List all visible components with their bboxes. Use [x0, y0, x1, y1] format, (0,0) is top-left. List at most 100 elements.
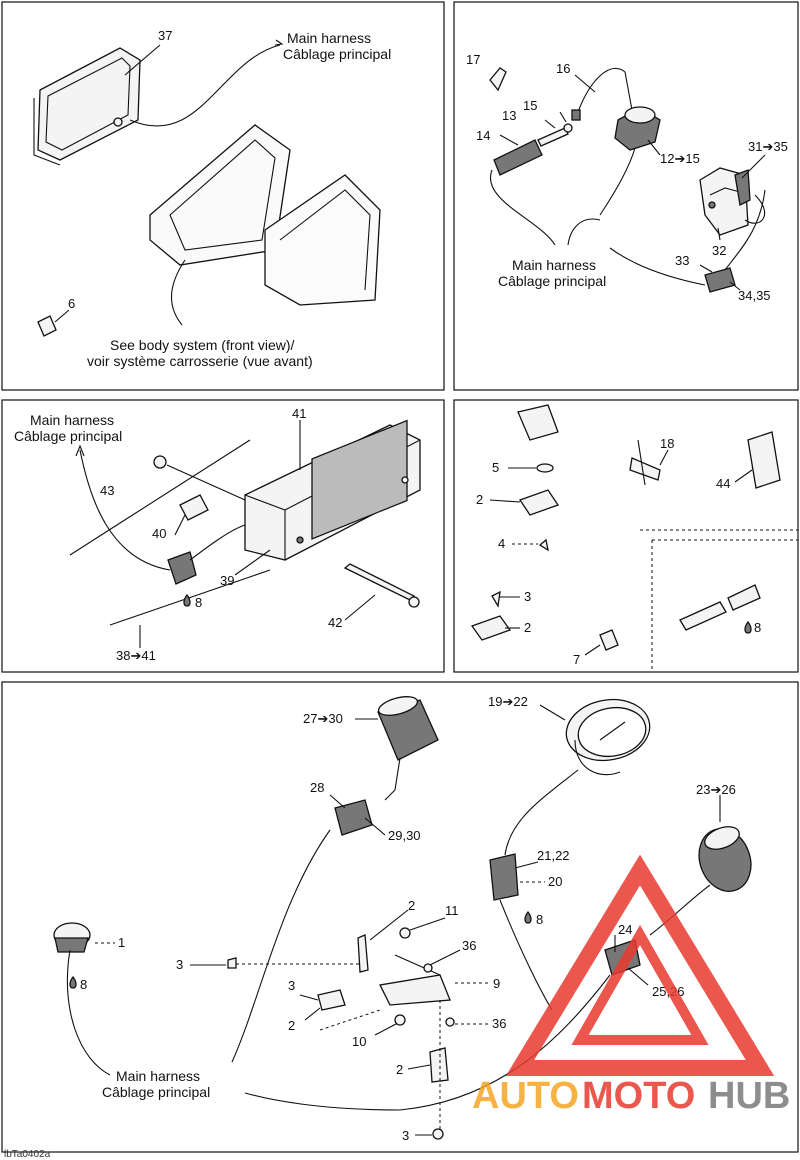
label-34-35: 34,35 [738, 288, 771, 303]
connector-14 [493, 139, 543, 176]
leader-2c [407, 1064, 431, 1070]
leader-43 [166, 464, 246, 501]
leader-34 [729, 281, 741, 291]
grease-icon [69, 975, 77, 989]
taillight-41 [244, 419, 421, 561]
leader-11 [409, 917, 446, 931]
watermark: AUTO MOTO HUB [472, 854, 790, 1117]
wire-23 [649, 884, 711, 936]
leader-37-harness [129, 44, 281, 127]
grease-icon [524, 910, 532, 924]
clip-2c [429, 1047, 449, 1083]
label-2c: 2 [396, 1062, 403, 1077]
harness-label-fr: Câblage principal [14, 428, 122, 444]
leader-2a [489, 499, 521, 503]
label-11: 11 [445, 903, 459, 918]
harness-label-fr: Câblage principal [283, 46, 391, 62]
subpanel-connector-border [640, 529, 798, 672]
connector-20 [489, 853, 519, 901]
panel-headlight-border [1, 1, 445, 391]
watermark-auto: AUTO [472, 1075, 579, 1117]
wire-31 [744, 194, 766, 224]
leader-21 [514, 861, 539, 869]
label-2a: 2 [408, 898, 415, 913]
leader-24-harness [244, 974, 611, 1111]
label-31-35: 31➔35 [748, 139, 788, 154]
harness-label-en: Main harness [116, 1068, 200, 1084]
switch-31 [699, 167, 751, 236]
wire-16 [577, 67, 633, 113]
leader-12-harness [567, 218, 601, 246]
leader-31 [741, 154, 766, 179]
tie-18-strap [637, 439, 646, 486]
harness-label-fr: Câblage principal [498, 273, 606, 289]
bulb-40 [179, 494, 209, 521]
leader-29 [364, 817, 386, 836]
nut-10 [394, 1014, 406, 1026]
terminal-16 [571, 109, 581, 121]
label-38-41: 38➔41 [116, 648, 156, 663]
leader-32 [717, 227, 721, 241]
fastener-7 [599, 629, 619, 651]
grease-icon [744, 620, 752, 634]
gauge-19 [565, 698, 651, 776]
panel-switches-border [453, 1, 799, 391]
leader-25 [627, 967, 649, 986]
label-13: 13 [502, 108, 516, 123]
leader-16 [574, 74, 596, 93]
clip-44 [747, 431, 781, 489]
label-44: 44 [716, 476, 730, 491]
label-6: 6 [68, 296, 75, 311]
terminal-8 [679, 601, 727, 631]
label-43: 43 [100, 483, 114, 498]
wire-33 [724, 189, 766, 271]
leader-20-harness [499, 899, 553, 1011]
nut-36b [445, 1017, 455, 1027]
bracket-9 [379, 974, 451, 1006]
leader-7 [584, 644, 601, 656]
screw-11 [399, 927, 411, 939]
leader-42 [344, 594, 376, 621]
label-36a: 36 [462, 938, 476, 953]
assembly-lines [236, 963, 441, 1130]
label-8a: 8 [536, 912, 543, 927]
leader-14-harness [489, 169, 556, 246]
clip-2a [518, 489, 560, 516]
leader-39 [234, 549, 271, 576]
watermark-hub: HUB [708, 1075, 790, 1117]
panel-taillight-border [1, 399, 445, 673]
label-41: 41 [292, 406, 306, 421]
leader-10 [374, 1023, 397, 1036]
watermark-moto: MOTO [582, 1075, 695, 1117]
label-16: 16 [556, 61, 570, 76]
label-8: 8 [195, 595, 202, 610]
harness-label-en: Main harness [287, 30, 371, 46]
grommet [517, 404, 559, 441]
washer-5 [536, 463, 554, 473]
leader-37 [124, 44, 161, 76]
label-20: 20 [548, 874, 562, 889]
grease-icon [183, 593, 191, 607]
body-system-label-fr: voir système carrosserie (vue avant) [87, 353, 313, 369]
headlight-housing [264, 174, 381, 306]
watermark-triangle-inner [571, 924, 709, 1045]
hardware-panel: 5 2 4 3 2 7 18 44 8 [470, 404, 781, 667]
connector-33 [704, 267, 736, 293]
label-3a: 3 [176, 957, 183, 972]
headlamp-37 [33, 47, 141, 166]
leader-44 [734, 469, 753, 483]
figure-code: lbTa0402a [4, 1149, 51, 1160]
label-17: 17 [466, 52, 480, 67]
label-12-15: 12➔15 [660, 151, 700, 166]
body-system-label-en: See body system (front view)/ [110, 337, 295, 353]
watermark-triangle-outer [505, 854, 775, 1076]
label-40: 40 [152, 526, 166, 541]
pin-4 [538, 538, 549, 552]
label-2b: 2 [524, 620, 531, 635]
label-2a: 2 [476, 492, 483, 507]
label-7: 7 [573, 652, 580, 667]
label-29-30: 29,30 [388, 828, 421, 843]
clip-6 [37, 315, 57, 337]
nut-43 [153, 455, 167, 469]
nut-36a [423, 963, 433, 973]
